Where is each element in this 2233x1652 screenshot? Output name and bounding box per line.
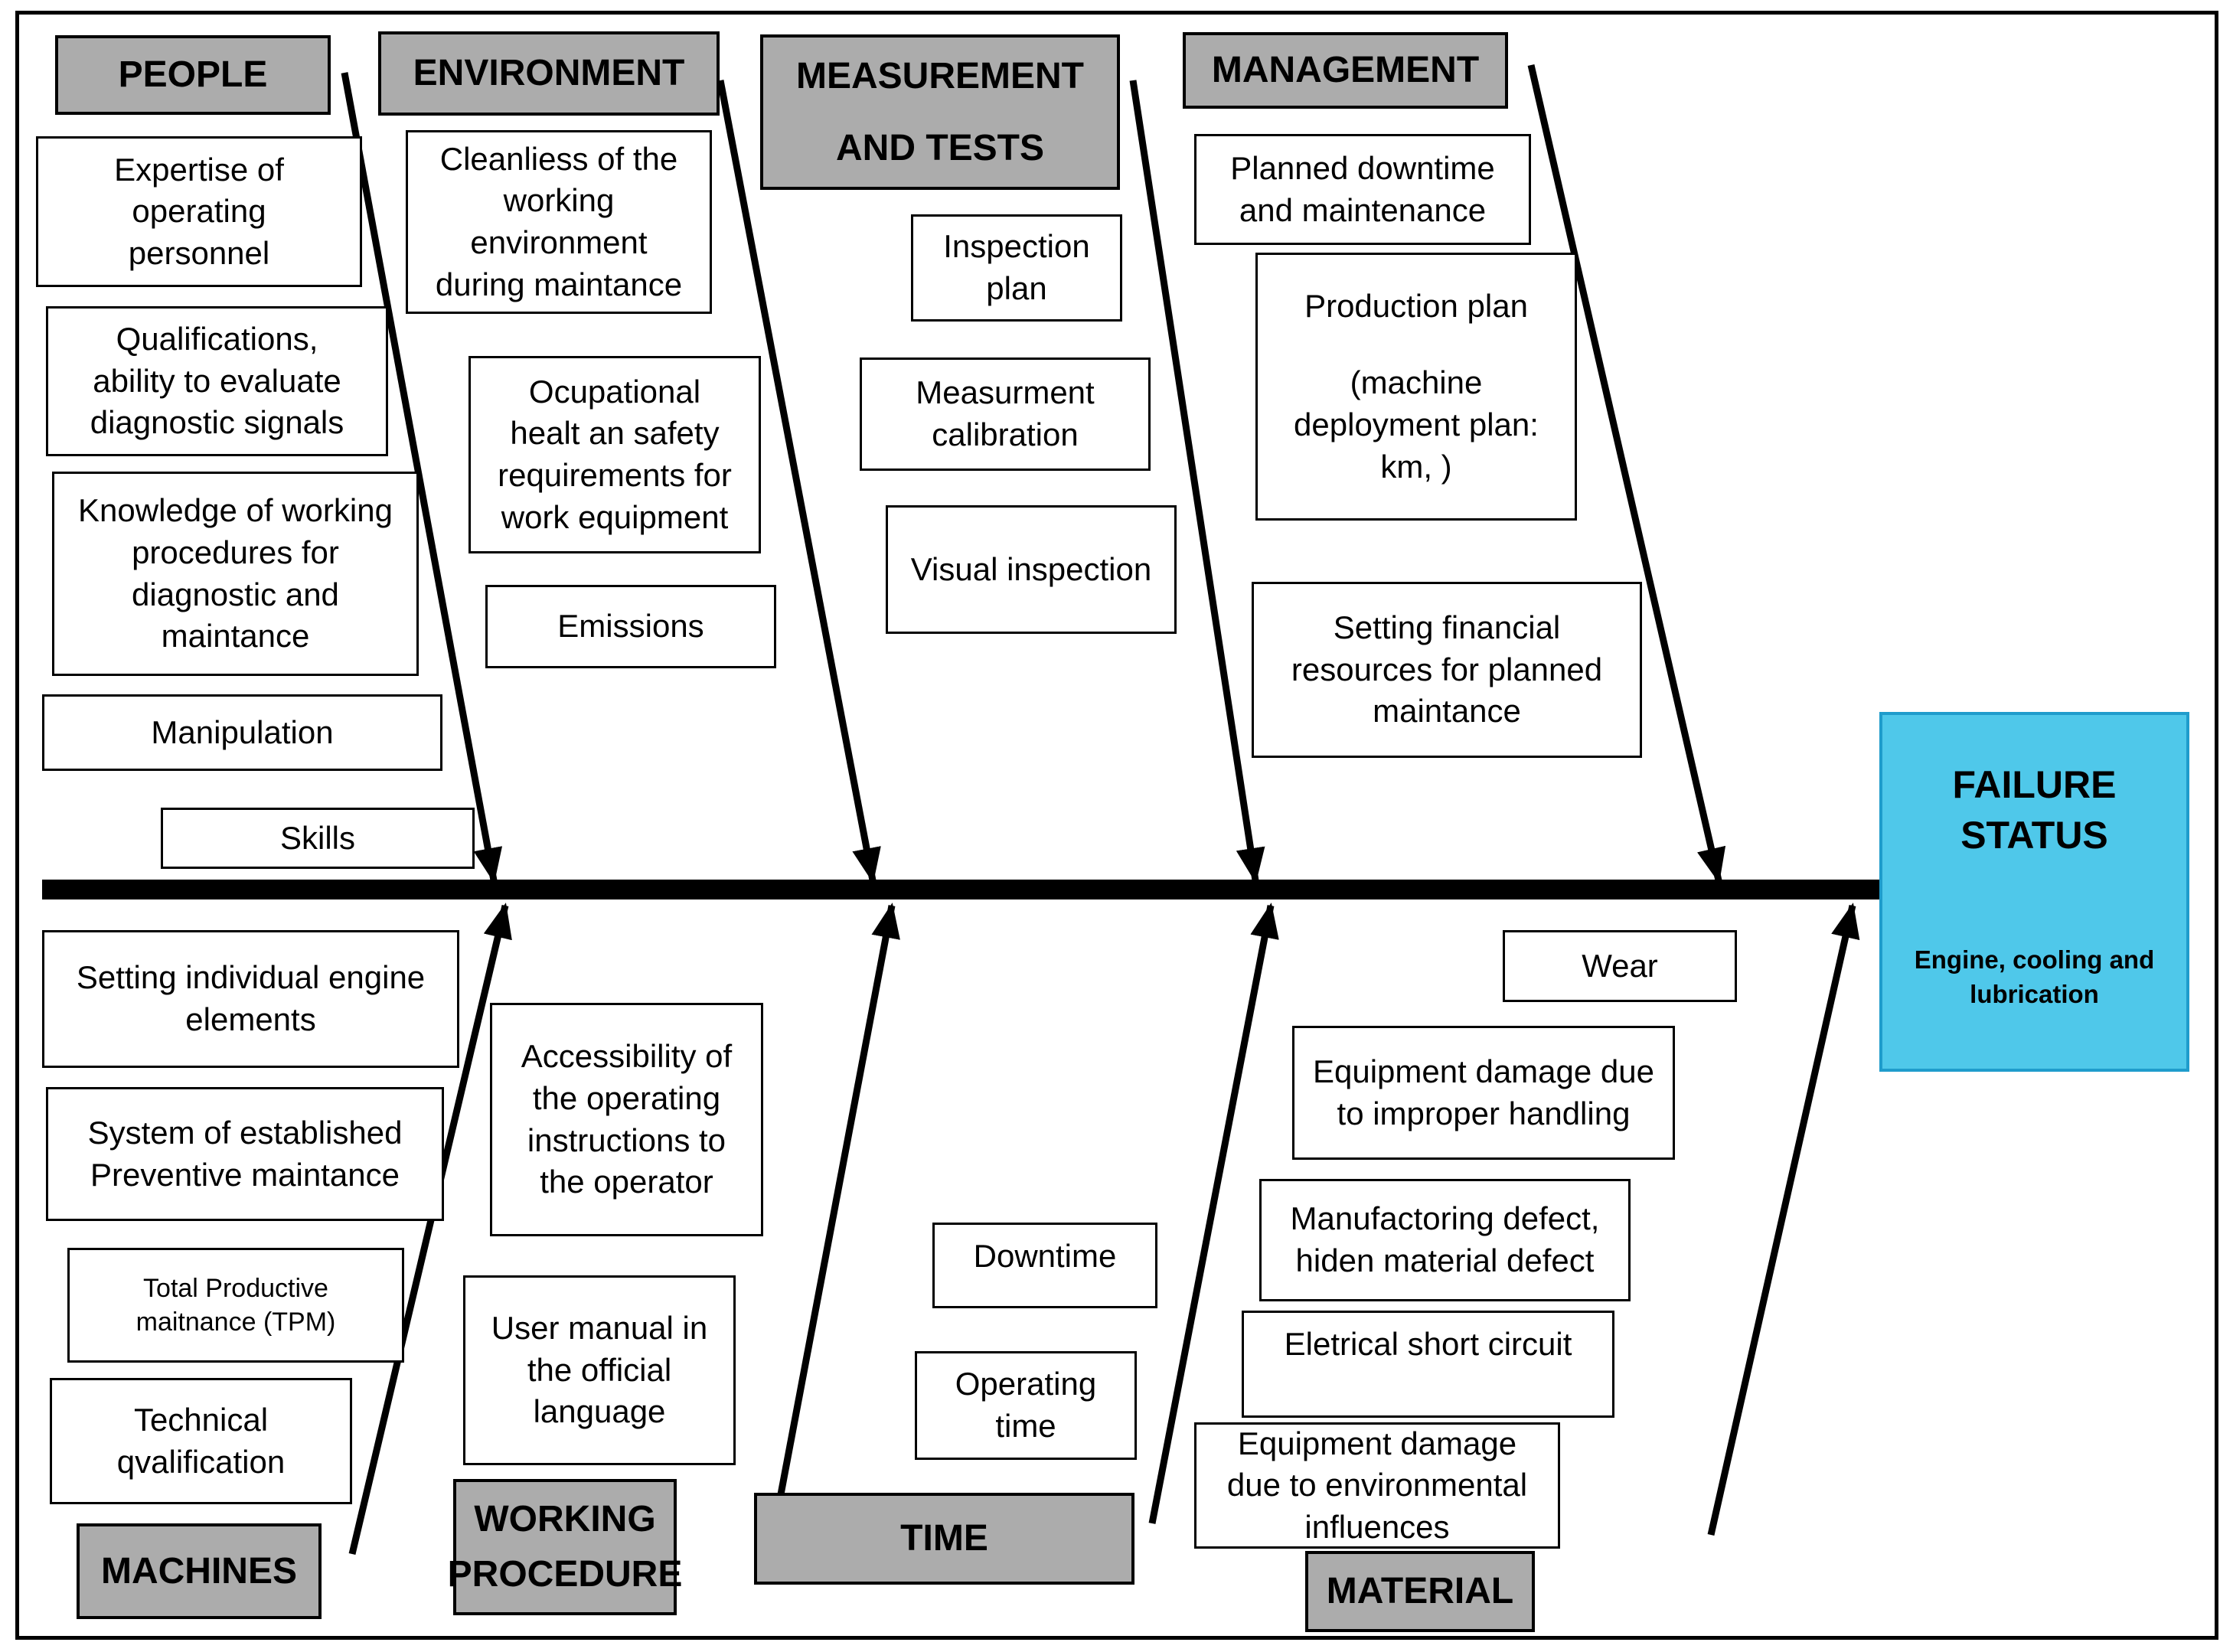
- cause-production-plan: Production plan (machine deployment plan…: [1255, 253, 1577, 521]
- cause-manipulation: Manipulation: [42, 694, 442, 771]
- category-header-working-procedure: WORKING PROCEDURE: [448, 1479, 682, 1615]
- branch-arrow-machines: [348, 903, 512, 1556]
- branch-arrow-environment: [717, 80, 881, 883]
- effect-subtitle: Engine, cooling and lubrication: [1914, 945, 2155, 1008]
- cause-skills: Skills: [161, 808, 475, 869]
- cause-visual-inspection: Visual inspection: [886, 505, 1177, 634]
- cause-cleanliness: Cleanliess of the working environment du…: [406, 130, 712, 314]
- cause-improper-handling: Equipment damage due to improper handlin…: [1292, 1026, 1675, 1160]
- branch-arrow-working-procedure: [769, 903, 900, 1536]
- category-header-people: PEOPLE: [55, 35, 331, 115]
- branch-arrow-material: [1707, 903, 1860, 1536]
- cause-technical-qualification: Technical qvalification: [50, 1378, 352, 1504]
- cause-environmental-influences: Equipment damage due to environmental in…: [1194, 1422, 1560, 1549]
- cause-measurement-calibration: Measurment calibration: [860, 357, 1151, 471]
- cause-short-circuit: Eletrical short circuit: [1242, 1311, 1614, 1418]
- cause-knowledge: Knowledge of working procedures for diag…: [52, 472, 419, 676]
- cause-accessibility: Accessibility of the operating instructi…: [490, 1003, 763, 1236]
- cause-user-manual: User manual in the official language: [463, 1275, 736, 1465]
- cause-inspection-plan: Inspection plan: [911, 214, 1122, 322]
- effect-title: FAILURE STATUS: [1952, 763, 2117, 857]
- cause-production-plan-line1: Production plan: [1304, 287, 1528, 324]
- branch-arrow-management: [1527, 64, 1726, 883]
- category-header-environment: ENVIRONMENT: [378, 31, 720, 116]
- cause-operating-time: Operating time: [915, 1351, 1137, 1460]
- cause-manufacturing-defect: Manufactoring defect, hiden material def…: [1259, 1179, 1631, 1301]
- cause-qualifications: Qualifications, ability to evaluate diag…: [46, 306, 388, 456]
- cause-expertise: Expertise of operating personnel: [36, 136, 362, 287]
- cause-occupational-health: Ocupational healt an safety requirements…: [468, 356, 761, 553]
- branch-arrow-measurement: [1129, 80, 1265, 883]
- cause-preventive-maintenance: System of established Preventive maintan…: [46, 1087, 444, 1221]
- branch-arrow-people: [341, 72, 503, 883]
- cause-tpm: Total Productive maitnance (TPM): [67, 1248, 404, 1363]
- category-header-machines: MACHINES: [77, 1523, 322, 1619]
- effect-box: FAILURE STATUS Engine, cooling and lubri…: [1879, 712, 2189, 1072]
- category-header-time: TIME: [754, 1493, 1134, 1585]
- cause-wear: Wear: [1503, 930, 1737, 1002]
- cause-engine-elements: Setting individual engine elements: [42, 930, 459, 1068]
- cause-production-plan-line2: (machine deployment plan: km, ): [1294, 364, 1539, 485]
- category-header-management: MANAGEMENT: [1183, 32, 1508, 109]
- cause-emissions: Emissions: [485, 585, 776, 668]
- category-header-material: MATERIAL: [1305, 1551, 1535, 1632]
- cause-downtime: Downtime: [932, 1223, 1157, 1308]
- cause-planned-downtime: Planned downtime and maintenance: [1194, 134, 1531, 245]
- branch-arrow-time: [1148, 903, 1279, 1524]
- category-header-measurement-and-tests: MEASUREMENT AND TESTS: [760, 34, 1120, 190]
- diagram-frame: [15, 11, 2218, 1640]
- cause-financial-resources: Setting financial resources for planned …: [1252, 582, 1642, 758]
